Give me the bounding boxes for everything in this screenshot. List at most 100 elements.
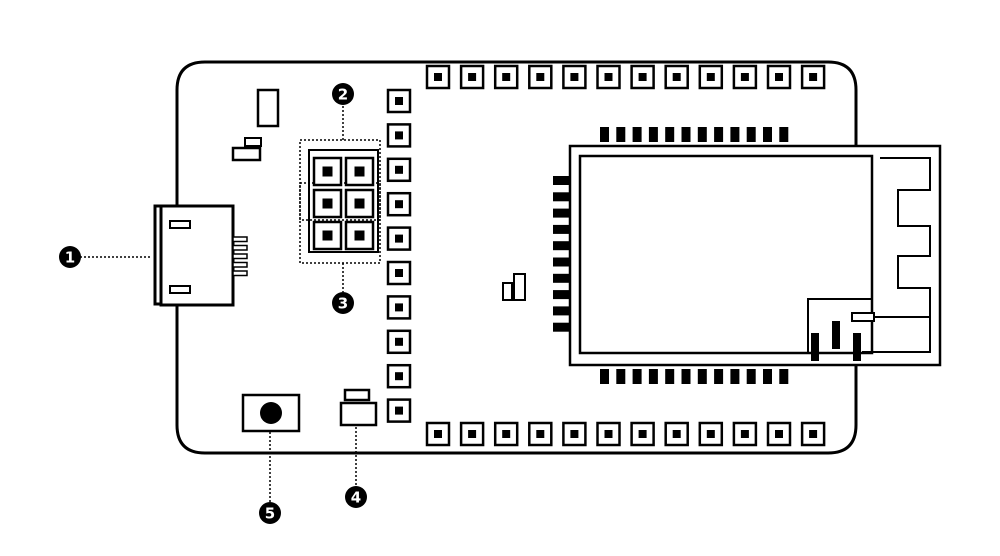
callout-marker-2: 2 <box>332 83 354 105</box>
header-block-frame <box>308 149 379 253</box>
column-pad <box>386 295 412 320</box>
callout-marker-3: 3 <box>332 292 354 314</box>
module-pin <box>553 273 572 283</box>
module-pin <box>763 127 772 142</box>
header-pad <box>312 156 343 187</box>
callout-number: 4 <box>351 489 361 507</box>
module-top-pins <box>600 127 789 142</box>
module-pin <box>681 127 691 142</box>
usb-pin <box>232 270 248 277</box>
bottom-pad <box>698 421 724 447</box>
antenna-trace <box>862 157 931 353</box>
vertical-pin-header <box>386 88 412 423</box>
module-pin <box>632 127 642 142</box>
module-pin <box>665 369 675 384</box>
bottom-pad <box>562 421 587 447</box>
top-pad <box>664 64 689 90</box>
top-pad <box>528 64 553 90</box>
bottom-pad <box>459 421 485 447</box>
led-component <box>339 388 378 427</box>
callout-number: 1 <box>65 249 75 267</box>
module-bottom-pins <box>600 369 789 384</box>
top-pin-header <box>425 64 826 90</box>
module-pin <box>714 369 724 384</box>
bottom-pad <box>596 421 621 447</box>
header-pad <box>344 188 375 219</box>
top-pad <box>596 64 621 90</box>
bottom-pad <box>732 421 758 447</box>
column-pad <box>386 157 412 183</box>
top-pad <box>562 64 587 90</box>
usb-pin <box>232 261 248 268</box>
module-pin <box>600 369 609 384</box>
small-component-right <box>513 273 526 301</box>
column-pad <box>386 260 412 286</box>
chip-component <box>231 146 262 162</box>
column-pad <box>386 329 412 355</box>
top-pad <box>425 64 451 90</box>
header-pad <box>312 188 343 219</box>
module-pin <box>730 127 740 142</box>
callout-number: 3 <box>338 295 348 313</box>
resistor-component <box>244 137 262 147</box>
callout-marker-1: 1 <box>59 246 81 268</box>
callout-number: 2 <box>338 86 348 104</box>
header-pad <box>344 220 375 251</box>
column-pad <box>386 398 412 423</box>
module-pin <box>553 306 572 316</box>
module-pin <box>616 369 626 384</box>
module-pin <box>697 127 707 142</box>
bottom-pad <box>664 421 689 447</box>
header-pad <box>344 156 375 187</box>
module-pin <box>779 127 789 142</box>
module-pin <box>648 369 658 384</box>
top-pad <box>459 64 485 90</box>
top-pad <box>732 64 758 90</box>
bottom-pad <box>425 421 451 447</box>
module-pin <box>553 176 572 185</box>
module-pin <box>553 290 572 300</box>
module-pin <box>600 127 609 142</box>
top-pad <box>493 64 519 90</box>
module-pin <box>553 322 572 332</box>
module-pin <box>681 369 691 384</box>
wifi-module <box>568 144 942 367</box>
column-pad <box>386 123 412 148</box>
usb-connector <box>153 204 248 307</box>
bottom-pad <box>528 421 553 447</box>
column-pad <box>386 363 412 389</box>
top-pad <box>630 64 655 90</box>
module-pin <box>553 257 572 267</box>
column-pad <box>386 191 412 217</box>
module-left-pins <box>553 176 572 332</box>
module-pin <box>553 208 572 218</box>
module-pin <box>553 224 572 234</box>
bottom-pad <box>800 421 826 447</box>
top-pad <box>698 64 724 90</box>
column-pad <box>386 88 412 114</box>
callout-marker-4: 4 <box>345 486 367 508</box>
usb-pin <box>232 253 248 260</box>
module-pin <box>632 369 642 384</box>
capacitor-component <box>256 88 280 128</box>
module-pin <box>553 192 572 202</box>
usb-pin <box>232 236 248 243</box>
callout-number: 5 <box>265 505 275 523</box>
header-pad <box>312 220 343 251</box>
bottom-pad <box>630 421 655 447</box>
module-pin <box>616 127 626 142</box>
bottom-pad <box>493 421 519 447</box>
bottom-pad <box>766 421 792 447</box>
column-pad <box>386 226 412 251</box>
module-pin <box>730 369 740 384</box>
module-pin <box>763 369 772 384</box>
bottom-pin-header <box>425 421 826 447</box>
module-pin <box>553 241 572 251</box>
usb-pin <box>232 244 248 251</box>
header-block-top-outline <box>299 139 381 221</box>
module-pin <box>697 369 707 384</box>
module-pin <box>746 127 756 142</box>
top-pad <box>800 64 826 90</box>
header-block-pads <box>312 156 375 251</box>
